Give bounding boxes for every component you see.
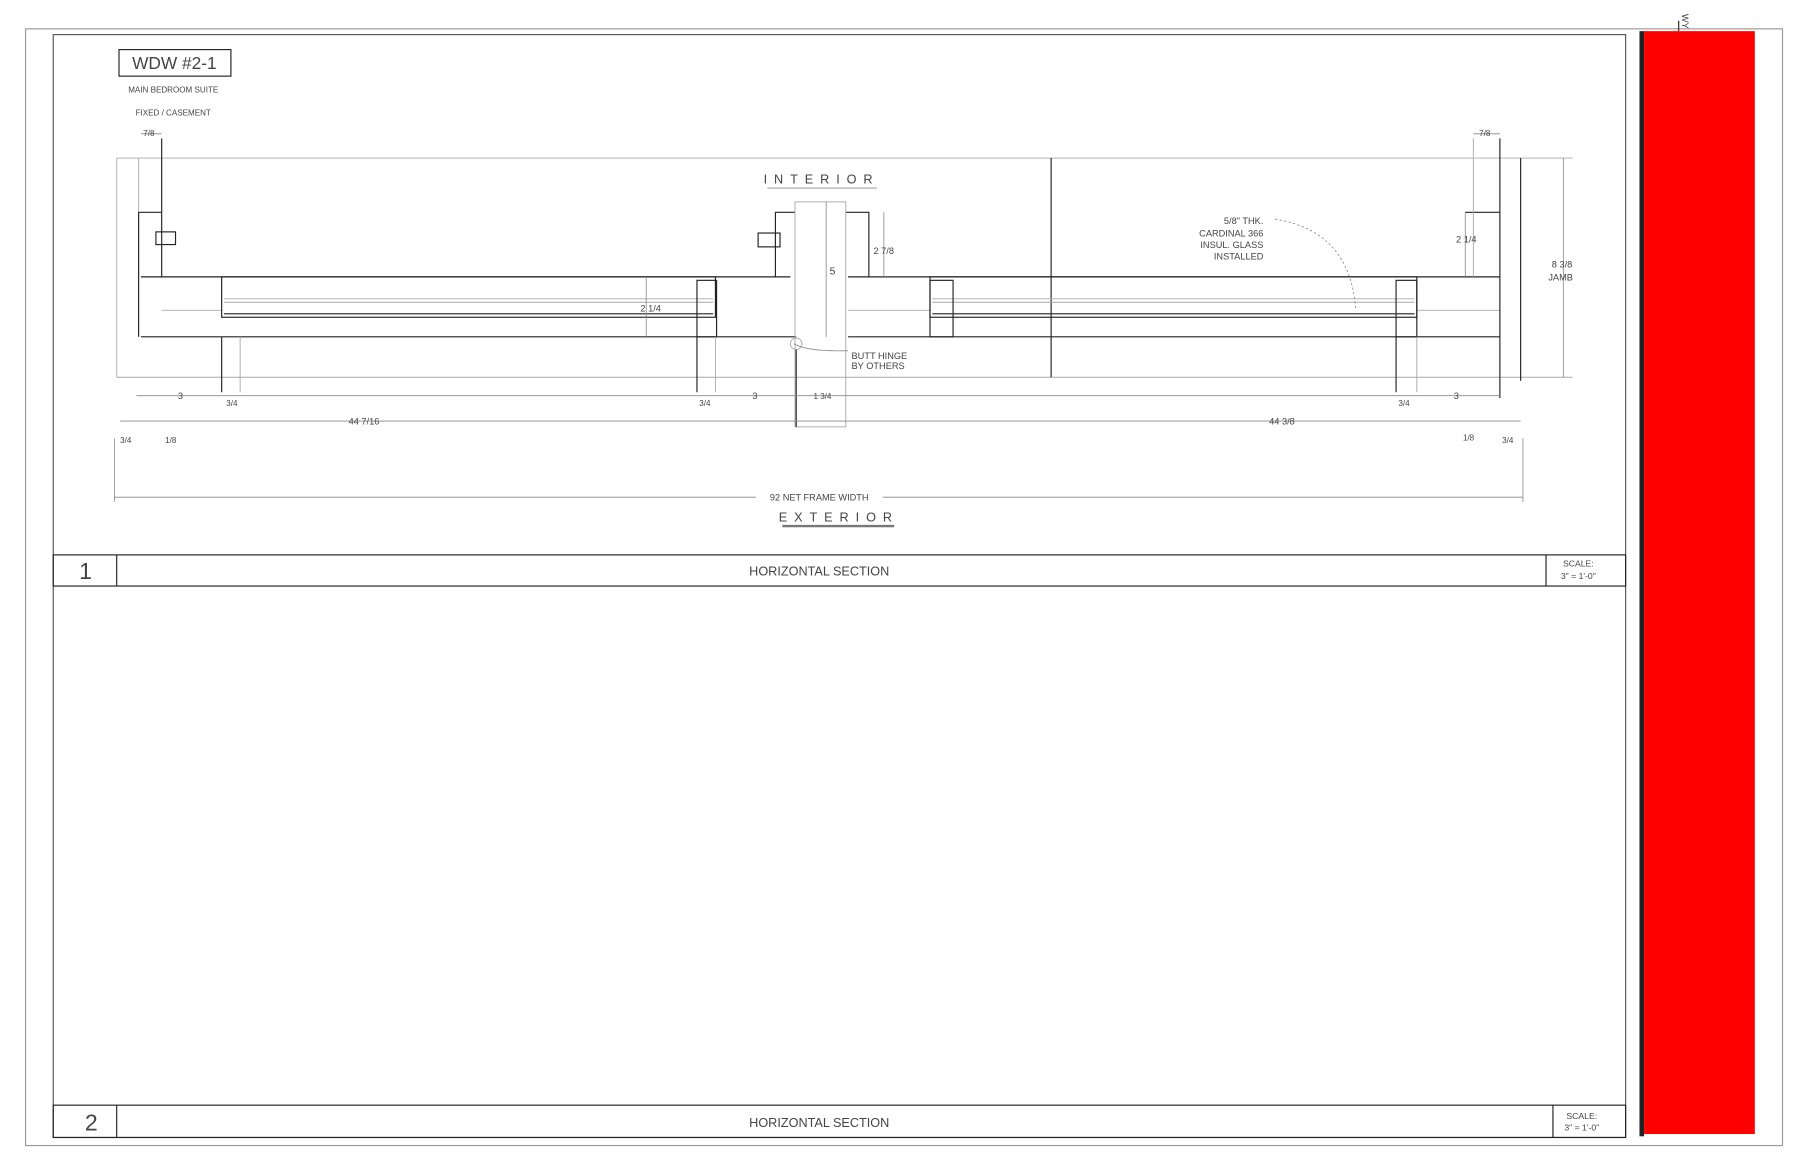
hinge-note-line1: BUTT HINGE (852, 351, 908, 361)
tag-title: WDW #2-1 (132, 53, 217, 73)
scale-label: SCALE: (1563, 558, 1594, 568)
horizontal-section-1-drawing (113, 133, 1573, 502)
glass-note-line1: 5/8" THK. (1224, 216, 1263, 226)
tag-room: MAIN BEDROOM SUITE (128, 85, 219, 94)
side-panel (1644, 31, 1755, 1135)
glass-note-line2: CARDINAL 366 (1199, 228, 1263, 238)
glass-note-line4: INSTALLED (1214, 252, 1264, 262)
dim-center-3-4: 3/4 (699, 399, 711, 408)
scale-value: 3" = 1'-0" (1564, 1123, 1599, 1133)
dim-right-3-4: 3/4 (1398, 399, 1410, 408)
dim-jamb-label: JAMB (1548, 272, 1573, 282)
section-1-title-bar: 1 HORIZONTAL SECTION SCALE: 3" = 1'-0" (52, 554, 1627, 587)
dim-left-jamb: 7/8 (143, 129, 155, 138)
section-number: 2 (85, 1110, 98, 1136)
dim-right-1-8: 1/8 (1463, 434, 1475, 443)
dim-left-edge: 3/4 (120, 436, 132, 445)
tag-type: FIXED / CASEMENT (136, 108, 211, 117)
section-title: HORIZONTAL SECTION (749, 565, 889, 579)
dim-center-3: 3 (752, 391, 757, 401)
dim-overall-width: 92 NET FRAME WIDTH (770, 493, 869, 503)
hinge-note-line2: BY OTHERS (852, 361, 905, 371)
dim-left-sash-width: 44 7/16 (349, 417, 380, 427)
dim-right-sash-width: 44 3/8 (1269, 417, 1295, 427)
dim-sash-thk: 2 1/4 (640, 303, 661, 313)
dim-left-3-4: 3/4 (226, 399, 238, 408)
side-panel-edge (1639, 31, 1645, 1137)
dim-right-jamb: 7/8 (1479, 129, 1491, 138)
dim-left-3: 3 (178, 391, 183, 401)
window-tag: WDW #2-1 MAIN BEDROOM SUITE FIXED / CASE… (118, 49, 232, 117)
outer-border (24, 28, 1784, 1147)
dim-center-1-3-4: 1 3/4 (813, 392, 831, 401)
section-title: HORIZONTAL SECTION (749, 1116, 889, 1130)
dimension-labels: 5 2 7/8 2 1/4 2 1/4 8 3/8 JAMB 7/8 7/8 3… (120, 129, 1573, 503)
dim-right-3: 3 (1454, 391, 1459, 401)
dim-jamb-depth: 8 3/8 (1552, 260, 1573, 270)
exterior-label: EXTERIOR (779, 510, 899, 524)
dim-left-1-8: 1/8 (165, 436, 177, 445)
glass-note-line3: INSUL. GLASS (1200, 240, 1263, 250)
scale-value: 3" = 1'-0" (1561, 571, 1596, 581)
interior-label: INTERIOR (764, 172, 880, 186)
dim-right-edge: 3/4 (1502, 436, 1514, 445)
dim-right-stop: 2 1/4 (1456, 234, 1477, 244)
dim-mullion-depth: 5 (830, 267, 836, 278)
side-panel-marker: WY (1680, 14, 1690, 29)
section-2-title-bar: 2 HORIZONTAL SECTION SCALE: 3" = 1'-0" (52, 1104, 1627, 1139)
section-number: 1 (79, 558, 92, 584)
scale-label: SCALE: (1566, 1111, 1597, 1121)
dim-mullion-stop: 2 7/8 (873, 246, 894, 256)
